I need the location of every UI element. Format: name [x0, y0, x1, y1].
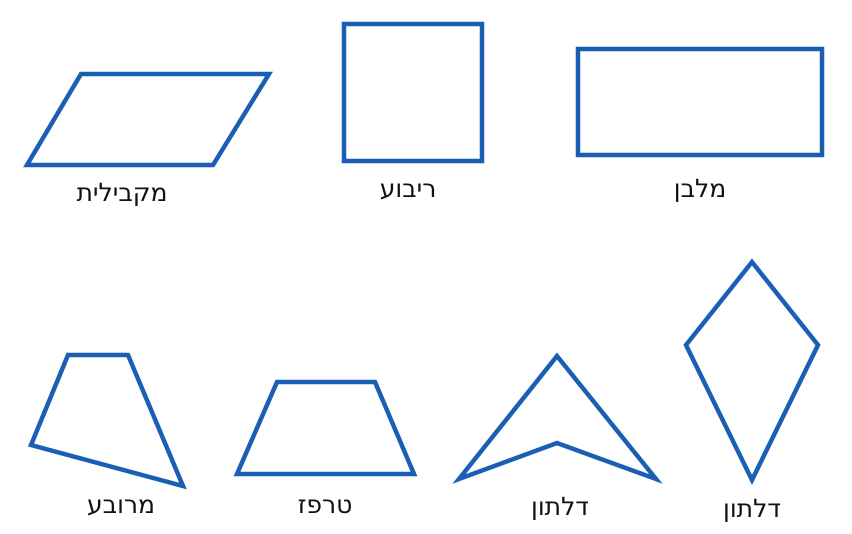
- trapezoid-shape: [233, 379, 418, 477]
- rectangle-shape: [575, 46, 825, 158]
- convex-kite-label: דלתון: [723, 494, 781, 523]
- convex-kite-shape: [683, 258, 821, 486]
- trapezoid-label: טרפז: [297, 490, 353, 519]
- square-shape: [341, 21, 485, 164]
- parallelogram-shape: [23, 71, 274, 168]
- concave-kite-shape: [452, 352, 663, 484]
- square-label: ריבוע: [379, 174, 437, 203]
- quadrilateral-label: מרובע: [86, 490, 156, 519]
- parallelogram-label: מקבילית: [76, 178, 168, 207]
- quadrilateral-shape: [27, 352, 187, 490]
- rectangle-label: מלבן: [673, 174, 727, 203]
- concave-kite-label: דלתון: [531, 492, 589, 521]
